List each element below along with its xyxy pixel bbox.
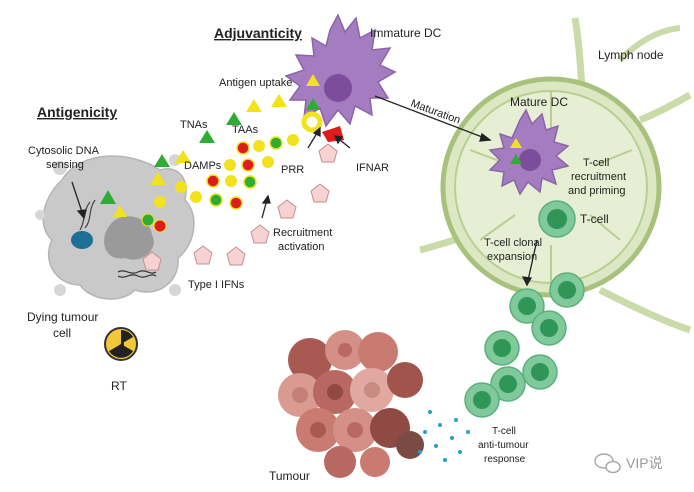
mature-dc <box>488 108 570 196</box>
label-tcell-recruit-1: T-cell <box>583 157 609 169</box>
watermark: VIP说 <box>594 453 663 474</box>
labels: Adjuvanticity Antigenicity Immature DC L… <box>27 25 664 483</box>
label-tcell-recruit-2: recruitment <box>571 171 626 183</box>
damp-dots <box>175 134 299 210</box>
tcell <box>490 366 526 402</box>
tcell <box>509 288 545 324</box>
label-tumour: Tumour <box>269 469 310 483</box>
label-cytosolic-1: Cytosolic DNA <box>28 145 100 157</box>
arrows <box>71 95 538 287</box>
tcell-group <box>464 200 585 418</box>
label-clonal-2: expansion <box>487 251 537 263</box>
label-dying-1: Dying tumour <box>27 310 98 324</box>
label-mature-dc: Mature DC <box>510 95 568 109</box>
label-antigen-uptake: Antigen uptake <box>219 77 292 89</box>
tcell <box>484 330 520 366</box>
label-antitumour-3: response <box>484 454 526 465</box>
watermark-text: VIP说 <box>626 455 663 471</box>
tcell <box>538 200 576 238</box>
label-antitumour-2: anti-tumour <box>478 440 529 451</box>
label-type1-ifns: Type I IFNs <box>188 279 245 291</box>
label-lymph-node: Lymph node <box>598 48 664 62</box>
immature-dc <box>284 13 397 142</box>
maturation-arrowhead <box>479 132 492 142</box>
radiation-icon <box>104 327 138 361</box>
tcell <box>464 382 500 418</box>
antigen-triangles <box>150 94 287 185</box>
maturation-arrow <box>374 95 491 141</box>
label-damps: DAMPs <box>184 160 222 172</box>
label-tnas: TNAs <box>180 119 208 131</box>
label-immature-dc: Immature DC <box>370 26 442 40</box>
label-cytosolic-2: sensing <box>46 159 84 171</box>
tcell <box>531 310 567 346</box>
label-taas: TAAs <box>232 124 259 136</box>
ifn-pentagons <box>142 143 338 271</box>
label-tcell: T-cell <box>580 212 609 226</box>
label-ifnar: IFNAR <box>356 162 389 174</box>
label-tcell-recruit-3: and priming <box>568 185 625 197</box>
label-rt: RT <box>111 379 127 393</box>
label-recruitment-1: Recruitment <box>273 227 332 239</box>
label-prr: PRR <box>281 164 304 176</box>
label-recruitment-2: activation <box>278 241 324 253</box>
dying-tumour-cell <box>35 154 195 300</box>
tumour-mass <box>278 330 424 478</box>
tcell <box>522 354 558 390</box>
heading-antigenicity: Antigenicity <box>37 104 117 120</box>
label-antitumour-1: T-cell <box>492 426 516 437</box>
heading-adjuvanticity: Adjuvanticity <box>214 25 302 41</box>
label-dying-2: cell <box>53 326 71 340</box>
tcell <box>549 272 585 308</box>
label-clonal-1: T-cell clonal <box>484 237 542 249</box>
cytokine-dots <box>418 410 470 462</box>
